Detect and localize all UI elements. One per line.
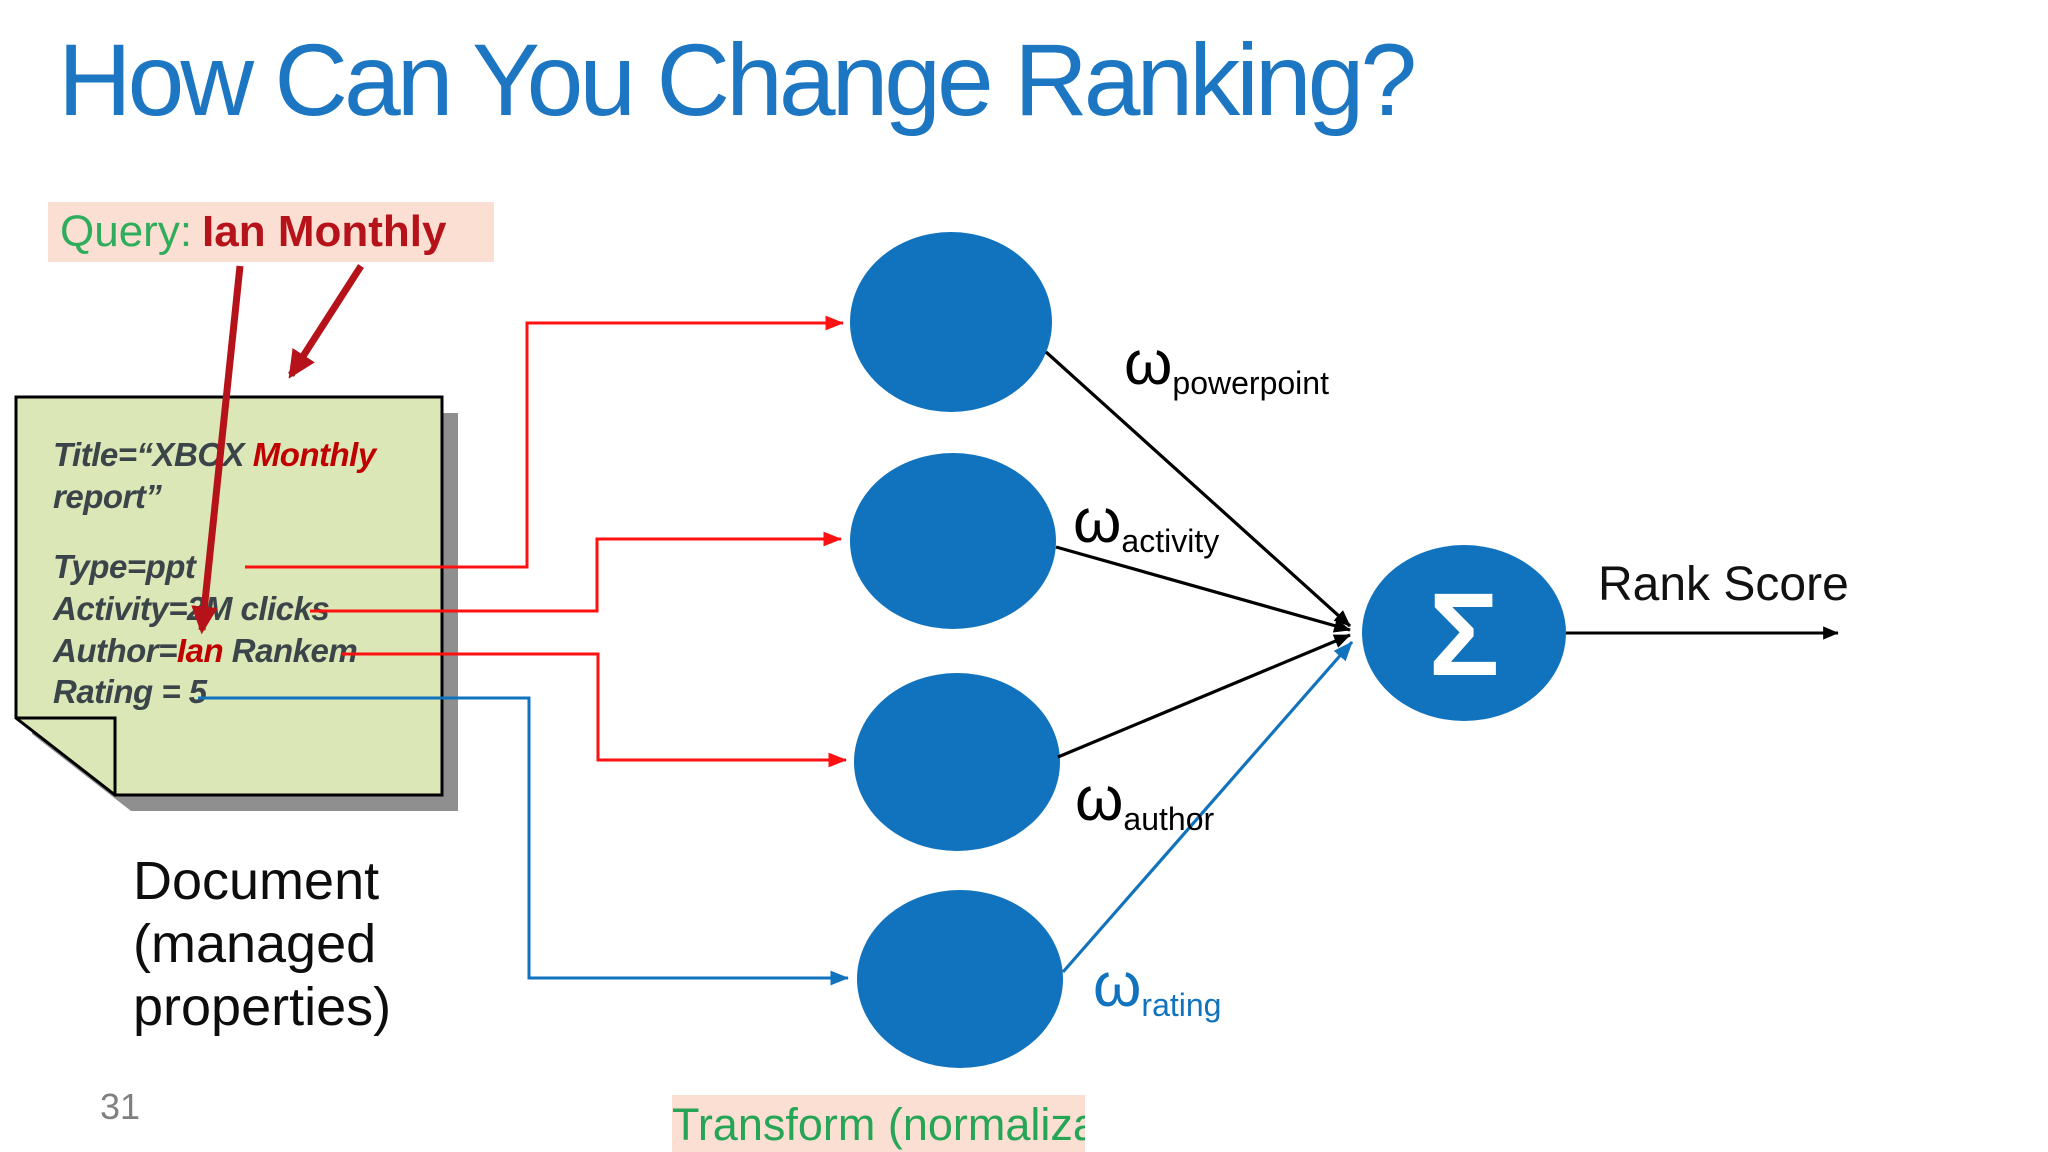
- node-author: [854, 673, 1060, 851]
- note-fold-corner-icon: [16, 716, 117, 795]
- note-title-line: Title=“XBOX Monthly: [53, 436, 378, 473]
- connector-type-to-node: [245, 315, 844, 569]
- query-box: Query:Ian Monthly: [48, 202, 494, 262]
- weight-label-activity: ωactivity: [1073, 487, 1219, 559]
- weight-label-rating: ωrating: [1093, 951, 1221, 1023]
- node-powerpoint: [850, 232, 1052, 412]
- query-label: Query:: [60, 207, 193, 256]
- note-rating-line: Rating = 5: [53, 673, 208, 710]
- connector-author-to-node: [342, 652, 847, 768]
- node-rating: [857, 890, 1063, 1068]
- note-author-line: Author=Ian Rankem: [52, 632, 357, 669]
- slide-title: How Can You Change Ranking?: [58, 23, 1417, 137]
- note-title-line2: report”: [53, 478, 162, 515]
- page-number: 31: [100, 1086, 141, 1127]
- weight-label-author: ωauthor: [1075, 765, 1215, 837]
- edge-powerpoint-to-sum: [1044, 350, 1352, 628]
- note-activity-line: Activity=2M clicks: [52, 590, 329, 627]
- node-activity: [850, 453, 1056, 629]
- transform-caption: Transform (normalization): [672, 1099, 1085, 1150]
- query-ian-arrow: [191, 265, 244, 635]
- edge-activity-to-sum: [1055, 545, 1351, 633]
- edge-author-to-sum: [1057, 633, 1351, 759]
- sigma-symbol: Σ: [1429, 569, 1500, 701]
- sum-node: [1362, 545, 1566, 721]
- rank-score-label: Rank Score: [1598, 558, 1849, 611]
- connector-activity-to-node: [310, 531, 842, 613]
- note-type-line: Type=ppt: [53, 548, 198, 585]
- transform-caption-box: Transform (normalization): [672, 1095, 1085, 1152]
- document-caption: Document (managed properties): [133, 851, 392, 1037]
- weight-label-powerpoint: ωpowerpoint: [1124, 329, 1329, 401]
- connector-rating-to-node: [198, 696, 849, 986]
- sticky-note: [14, 395, 444, 797]
- query-monthly-arrow: [288, 264, 364, 379]
- query-value: Ian Monthly: [202, 207, 447, 256]
- edge-rating-to-sum: [1061, 640, 1354, 974]
